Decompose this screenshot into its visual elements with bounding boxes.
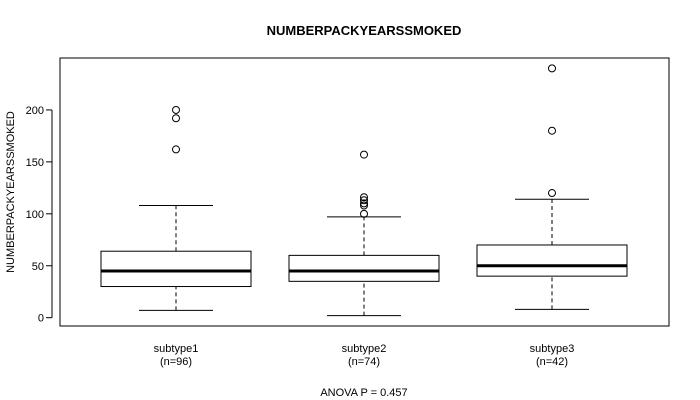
anova-p-value: ANOVA P = 0.457 bbox=[320, 387, 407, 399]
x-category-count: (n=96) bbox=[160, 356, 192, 368]
outlier-point bbox=[548, 64, 556, 73]
outlier-point bbox=[360, 150, 368, 159]
outlier-point bbox=[360, 201, 368, 210]
outlier-point bbox=[360, 196, 368, 205]
plot-frame bbox=[59, 57, 670, 327]
x-category-count: (n=42) bbox=[536, 356, 568, 368]
outlier-point bbox=[360, 199, 368, 208]
y-tick-label: 150 bbox=[26, 157, 44, 169]
box-subtype2 bbox=[288, 150, 440, 317]
box-series bbox=[100, 64, 628, 317]
x-category-label: subtype3 bbox=[530, 343, 575, 355]
y-axis-label: NUMBERPACKYEARSSMOKED bbox=[5, 111, 17, 273]
iqr-box bbox=[476, 244, 628, 277]
x-category-label: subtype2 bbox=[342, 343, 387, 355]
outlier-point bbox=[172, 145, 180, 154]
y-tick-label: 0 bbox=[38, 313, 44, 325]
iqr-box bbox=[100, 250, 252, 288]
outlier-point bbox=[548, 189, 556, 198]
x-axis-labels: subtype1(n=96) subtype2(n=74) subtype3(n=4… bbox=[154, 343, 575, 368]
outlier-point bbox=[548, 126, 556, 135]
chart-title: NUMBERPACKYEARSSMOKED bbox=[267, 23, 462, 38]
outlier-point bbox=[172, 105, 180, 114]
outlier-point bbox=[360, 209, 368, 218]
iqr-box bbox=[288, 254, 440, 282]
y-tick-label: 50 bbox=[32, 261, 44, 273]
x-category-count: (n=74) bbox=[348, 356, 380, 368]
y-tick-label: 200 bbox=[26, 105, 44, 117]
y-axis: 0 50 100 150 200 bbox=[26, 105, 53, 325]
y-tick-label: 100 bbox=[26, 209, 44, 221]
box-subtype3 bbox=[476, 64, 628, 310]
outlier-point bbox=[172, 114, 180, 123]
box-subtype1 bbox=[100, 105, 252, 311]
outlier-point bbox=[360, 193, 368, 202]
x-category-label: subtype1 bbox=[154, 343, 199, 355]
